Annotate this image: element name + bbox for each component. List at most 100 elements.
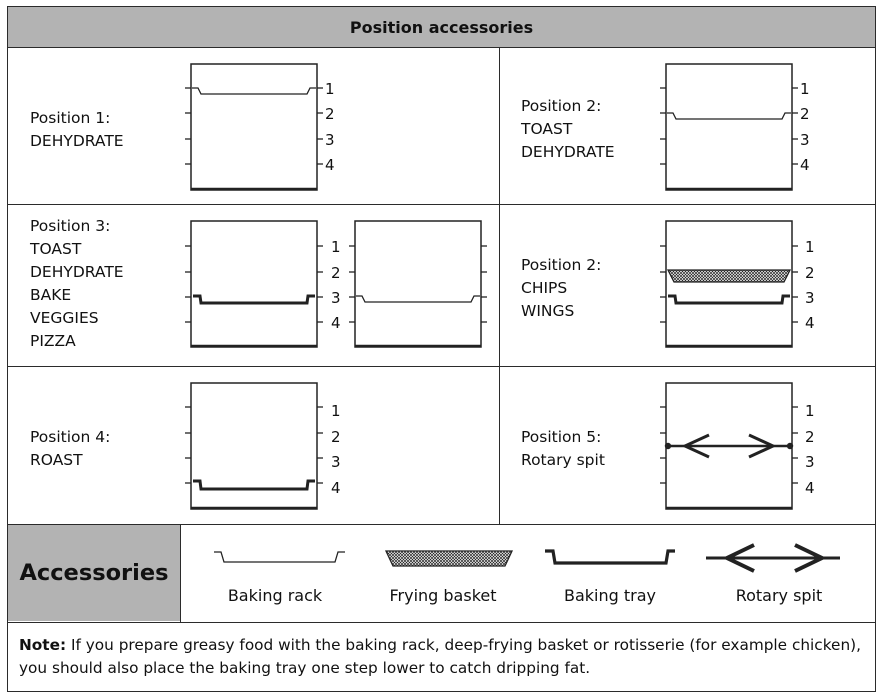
level-label: 2 [331,264,341,282]
accessories-heading: Accessories [19,560,169,586]
level-label: 1 [331,238,341,256]
level-label: 1 [331,402,341,420]
note-text: If you prepare greasy food with the baki… [19,636,861,677]
accessory-label-frying-basket: Frying basket [389,586,497,605]
accessories-heading-cell: Accessories [8,525,180,621]
level-label: 2 [331,428,341,446]
baking-rack [667,112,791,120]
shelf-ticks [349,245,487,323]
level-label: 1 [325,80,335,98]
note-label: Note: [19,636,67,654]
cell-line: ROAST [30,451,83,469]
note-paragraph: Note: If you prepare greasy food with th… [19,634,864,680]
level-label: 3 [805,453,815,471]
cell-line: Position 4: [30,428,111,446]
cell-line: DEHYDRATE [521,143,615,161]
cell-position-3-text: Position 3: TOAST DEHYDRATE BAKE VEGGIES… [30,215,124,353]
row-divider-3 [7,524,876,525]
level-label: 2 [325,105,335,123]
oven-diagram-position-3-tray: 1 2 3 4 [185,220,341,348]
baking-rack-icon [214,551,345,563]
accessory-label-rotary-spit: Rotary spit [735,586,823,605]
oven-diagram-position-2: 1 2 3 4 [660,63,810,191]
rotary-spit [664,433,794,459]
cell-line: BAKE [30,286,72,304]
baking-rack [356,295,480,303]
level-label: 3 [331,453,341,471]
cell-line: CHIPS [521,279,568,297]
oven-diagram-position-2-basket: 1 2 3 4 [660,220,815,348]
cell-line: Position 5: [521,428,602,446]
table-title: Position accessories [349,17,534,37]
row-divider-4 [7,622,876,623]
baking-rack [192,87,316,95]
level-label: 3 [331,289,341,307]
level-label: 2 [805,428,815,446]
cell-position-1-text: Position 1: DEHYDRATE [30,107,124,153]
table-border-top [7,6,876,7]
level-label: 1 [805,238,815,256]
oven-outline [354,220,482,348]
cell-position-2-basket-text: Position 2: CHIPS WINGS [521,254,601,323]
cell-position-5-text: Position 5: Rotary spit [521,426,605,472]
accessory-label-baking-tray: Baking tray [564,586,656,605]
oven-outline [665,220,793,348]
oven-outline [665,63,793,191]
baking-tray [668,294,790,305]
column-divider [499,47,500,525]
frying-basket [666,269,792,283]
level-label: 3 [325,131,335,149]
cell-position-2-text: Position 2: TOAST DEHYDRATE [521,95,615,164]
row-divider-1 [7,204,876,205]
accessories-divider [180,524,181,622]
level-label: 1 [800,80,810,98]
oven-diagram-position-1: 1 2 3 4 [185,63,335,191]
cell-line: PIZZA [30,332,76,350]
shelf-ticks [185,406,323,484]
cell-line: Position 1: [30,109,111,127]
level-label: 3 [805,289,815,307]
baking-tray [193,294,315,305]
cell-line: Rotary spit [521,451,605,469]
shelf-ticks [660,87,798,165]
shelf-ticks [185,87,323,165]
level-label: 4 [800,156,810,174]
shelf-ticks [660,406,798,484]
oven-diagram-position-4: 1 2 3 4 [185,382,341,510]
cell-line: TOAST [30,240,82,258]
table-border-bottom [7,691,876,692]
cell-line: DEHYDRATE [30,263,124,281]
cell-line: Position 3: [30,217,111,235]
table-border-right [875,6,876,692]
cell-line: DEHYDRATE [30,132,124,150]
oven-diagram-position-3-rack [349,220,487,348]
table-border-left [7,6,8,692]
cell-position-4-text: Position 4: ROAST [30,426,110,472]
oven-diagram-position-5: 1 2 3 4 [660,382,815,510]
level-label: 4 [805,314,815,332]
cell-line: Position 2: [521,256,602,274]
level-label: 4 [325,156,335,174]
frying-basket-icon [384,550,514,567]
level-label: 4 [331,314,341,332]
level-label: 2 [800,105,810,123]
level-label: 2 [805,264,815,282]
level-label: 4 [805,479,815,497]
header-divider [7,47,876,48]
table-header: Position accessories [8,7,875,47]
shelf-ticks [185,245,323,323]
cell-line: Position 2: [521,97,602,115]
level-label: 1 [805,402,815,420]
accessory-label-baking-rack: Baking rack [227,586,323,605]
baking-tray-icon [545,549,675,565]
cell-line: VEGGIES [30,309,99,327]
row-divider-2 [7,366,876,367]
baking-tray [193,479,315,491]
cell-line: WINGS [521,302,575,320]
rotary-spit-icon [706,543,840,573]
cell-line: TOAST [521,120,573,138]
oven-outline [190,220,318,348]
level-label: 4 [331,479,341,497]
shelf-ticks [660,245,798,323]
